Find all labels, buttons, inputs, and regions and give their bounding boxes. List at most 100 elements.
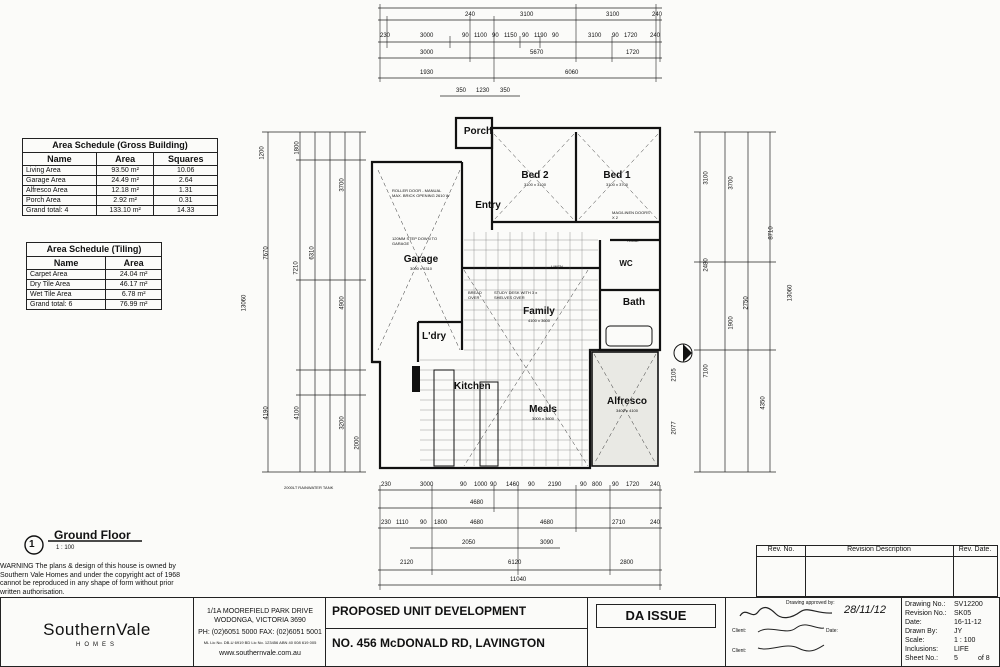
room-dim-garage: 3000 x 6310 — [409, 266, 433, 271]
dim-label: 240 — [650, 520, 661, 526]
dim-label: 1720 — [626, 482, 640, 488]
dim-label: 7210 — [293, 261, 300, 275]
building-walls — [370, 116, 662, 470]
note-rainwater-tank: 2000LT RAINWATER TANK — [284, 485, 334, 490]
dim-label: 90 — [612, 33, 619, 39]
room-dim-bed2: 3100 x 3100 — [523, 182, 547, 187]
field-label: Drawn By: — [905, 628, 938, 635]
room-label-porch: Porch — [463, 126, 493, 137]
revision-table: Rev. No. Revision Description Rev. Date. — [756, 545, 998, 597]
room-label-laundry: L'dry — [421, 331, 447, 342]
issue-status: DA ISSUE — [596, 604, 716, 628]
room-label-wc: WC — [619, 259, 633, 268]
dim-label: 90 — [612, 482, 619, 488]
room-label-meals: Meals — [529, 404, 557, 415]
dim-label: 3000 — [420, 33, 434, 39]
field-value: LIFE — [954, 646, 969, 653]
field-value: JY — [954, 628, 963, 635]
area-schedule-gross: Area Schedule (Gross Building) Name Area… — [22, 138, 218, 216]
dim-label: 1800 — [434, 520, 448, 526]
dim-label: 2480 — [703, 258, 710, 272]
dim-label: 4680 — [470, 520, 484, 526]
dim-label: 3000 — [420, 482, 434, 488]
dim-label: 5670 — [530, 50, 544, 56]
dim-label: 2800 — [620, 560, 634, 566]
field-value: 16-11-12 — [954, 619, 982, 626]
dim-label: 3200 — [339, 416, 346, 430]
dim-label: 90 — [552, 33, 559, 39]
dim-label: 2000 — [354, 436, 361, 450]
divider — [326, 628, 588, 629]
dim-label: 90 — [580, 482, 587, 488]
view-number-circle — [24, 535, 44, 555]
dim-label: 4350 — [760, 396, 767, 410]
dim-label: 240 — [650, 482, 661, 488]
note-step-down: 120MM STEP DOWN TO GARAGE — [392, 236, 438, 246]
client-label: Client: — [732, 648, 747, 654]
drawing-fields: Drawing No.: SV12200 Revision No.: SK05 … — [901, 598, 1000, 666]
ceiling-cross-lines — [377, 133, 659, 467]
field-label: Inclusions: — [905, 646, 939, 653]
dim-label: 2050 — [462, 540, 476, 546]
dim-label: 90 — [420, 520, 427, 526]
dim-label: 11040 — [510, 577, 527, 583]
dim-label: 1000 — [474, 482, 488, 488]
address-line: 1/1A MOOREFIELD PARK DRIVE — [206, 608, 314, 615]
note-text: MAX. BRICK OPENING 2610 W — [392, 193, 450, 198]
view-scale: 1 : 100 — [56, 545, 75, 551]
view-title: Ground Floor — [54, 528, 131, 542]
dim-label: 6120 — [508, 560, 522, 566]
note-roller-door: ROLLER DOOR - MANUAL MAX. BRICK OPENING … — [392, 188, 464, 198]
dim-label: 3100 — [703, 171, 710, 185]
company-logo: SouthernVale — [43, 620, 151, 639]
dimension-lines — [262, 4, 776, 590]
dim-label: 2105 — [671, 368, 678, 382]
note-text: ROLLER DOOR - MANUAL — [392, 188, 442, 193]
company-logo-sub: HOMES — [75, 642, 118, 648]
table-cell: 76.99 m² — [105, 299, 162, 310]
dim-label: 800 — [592, 482, 603, 488]
field-label: Revision No.: — [905, 610, 947, 617]
dim-label: 4900 — [339, 296, 346, 310]
field-label: Date: — [905, 619, 922, 626]
room-label-bed1: Bed 1 — [603, 170, 631, 181]
dim-label: 3700 — [728, 176, 735, 190]
dim-label: 4680 — [470, 500, 484, 506]
room-label-entry: Entry — [475, 200, 501, 211]
dim-label: 1200 — [259, 146, 266, 160]
dim-label: 90 — [528, 482, 535, 488]
dim-label: 6310 — [309, 246, 316, 260]
dim-label: 1100 — [474, 33, 487, 39]
sheet-total: of 8 — [978, 655, 990, 662]
room-label-family: Family — [523, 306, 555, 317]
signature-mark — [739, 606, 833, 619]
dim-label: 350 — [456, 88, 467, 94]
approved-by-label: Drawing approved by: — [786, 600, 835, 606]
alfresco-paving — [591, 351, 659, 467]
project-info: PROPOSED UNIT DEVELOPMENT NO. 456 McDONA… — [325, 598, 588, 666]
dim-label: 3090 — [540, 540, 554, 546]
dim-label: 8710 — [768, 226, 775, 240]
dim-label: 240 — [650, 33, 661, 39]
sign-date: 28/11/12 — [844, 604, 887, 616]
note-bread-over: BREAD OVER — [468, 290, 482, 300]
dim-label: 1460 — [506, 482, 520, 488]
dim-label: 350 — [500, 88, 511, 94]
dim-label: 1900 — [728, 316, 735, 330]
issue-cell: DA ISSUE — [587, 598, 726, 666]
dim-label: 2077 — [671, 421, 678, 435]
dim-label: 230 — [380, 33, 391, 39]
address-line: WODONGA, VICTORIA 3690 — [214, 617, 306, 624]
field-label: Sheet No.: — [905, 655, 939, 662]
dim-label: 2710 — [612, 520, 626, 526]
approval-area: Drawing approved by: 28/11/12 Client: Da… — [725, 598, 902, 666]
table-cell: 14.33 — [153, 205, 218, 216]
table-cell: Grand total: 6 — [25, 299, 107, 310]
dim-label: 90 — [492, 33, 499, 39]
section-arrow — [683, 344, 692, 362]
dim-label: 3000 — [420, 50, 434, 56]
dim-label: 3100 — [606, 12, 620, 18]
dim-label: 6060 — [565, 70, 579, 76]
revision-header-no: Rev. No. — [757, 546, 806, 557]
